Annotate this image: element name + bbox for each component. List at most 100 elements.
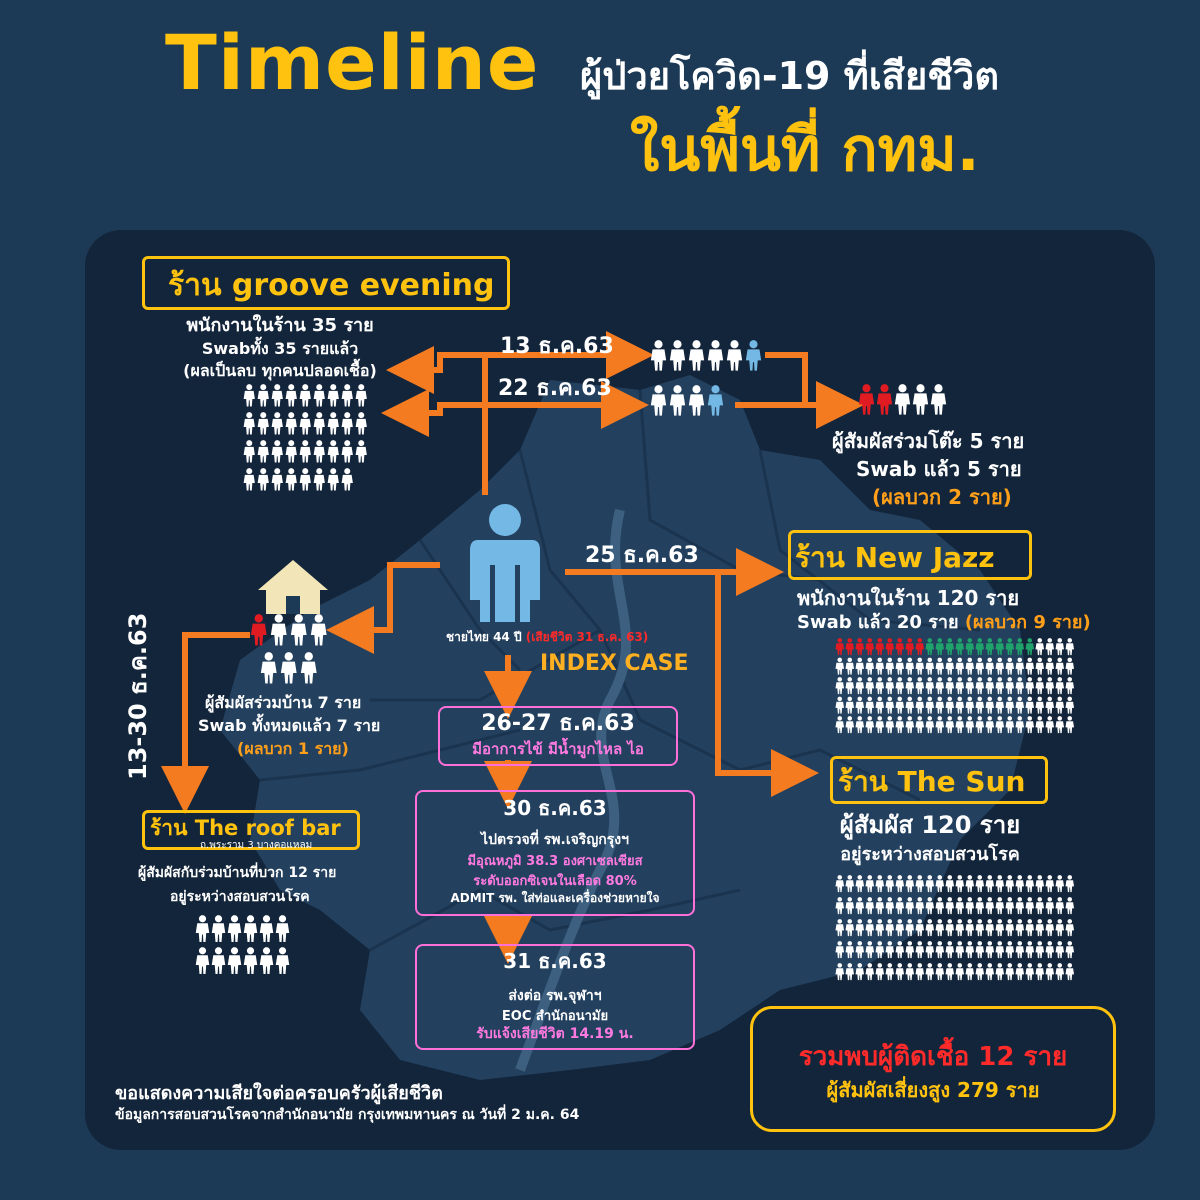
table-line2: Swab แล้ว 5 ราย	[856, 457, 1022, 481]
person-icon	[925, 638, 935, 656]
person-icon	[865, 677, 875, 695]
person-icon	[905, 638, 915, 656]
person-icon	[925, 677, 935, 695]
person-icon	[995, 716, 1005, 734]
timeline-step2-box	[415, 790, 695, 916]
person-icon	[865, 963, 875, 981]
person-icon	[905, 677, 915, 695]
person-icon	[975, 716, 985, 734]
person-icon	[895, 875, 905, 893]
roofbar-line1: ผู้สัมผัสกับร่วมบ้านที่บวก 12 ราย	[138, 865, 337, 881]
timeline-step2-l4: ADMIT รพ. ใส่ท่อและเครื่องช่วยหายใจ	[450, 891, 660, 905]
person-icon	[955, 677, 965, 695]
person-icon	[195, 947, 210, 974]
person-icon	[855, 919, 865, 937]
person-icon	[855, 897, 865, 915]
person-icon	[1055, 638, 1065, 656]
person-icon	[275, 947, 290, 974]
person-icon	[1025, 919, 1035, 937]
newjazz-people	[835, 638, 1075, 738]
person-icon	[945, 716, 955, 734]
person-icon	[650, 385, 667, 416]
roofbar-people-grid	[195, 915, 290, 974]
person-icon	[965, 657, 975, 675]
person-icon	[955, 897, 965, 915]
person-icon	[885, 963, 895, 981]
person-icon	[259, 947, 274, 974]
roofbar-people	[195, 915, 295, 980]
person-icon	[995, 638, 1005, 656]
person-icon	[845, 919, 855, 937]
person-icon	[995, 696, 1005, 714]
person-icon	[895, 657, 905, 675]
person-icon	[845, 963, 855, 981]
person-icon	[835, 638, 845, 656]
person-icon	[925, 919, 935, 937]
person-icon	[243, 468, 255, 491]
person-icon	[1015, 677, 1025, 695]
person-icon	[1045, 919, 1055, 937]
person-icon	[858, 384, 875, 415]
person-icon	[955, 657, 965, 675]
person-icon	[865, 696, 875, 714]
person-icon	[965, 638, 975, 656]
person-icon	[945, 875, 955, 893]
person-icon	[985, 941, 995, 959]
person-icon	[1025, 657, 1035, 675]
person-icon	[1005, 657, 1015, 675]
person-icon	[876, 384, 893, 415]
person-icon	[669, 385, 686, 416]
footer-line2: ข้อมูลการสอบสวนโรคจากสำนักอนามัย กรุงเทพ…	[115, 1107, 580, 1123]
person-icon	[945, 638, 955, 656]
person-icon	[1015, 638, 1025, 656]
person-icon	[1005, 875, 1015, 893]
person-icon	[1035, 941, 1045, 959]
person-icon	[1025, 696, 1035, 714]
person-icon	[1065, 677, 1075, 695]
person-icon	[965, 716, 975, 734]
date-22-dec: 22 ธ.ค.63	[498, 376, 612, 401]
index-case-desc: ชายไทย 44 ปี	[446, 630, 522, 644]
person-icon	[915, 638, 925, 656]
person-icon	[1035, 897, 1045, 915]
person-icon	[885, 677, 895, 695]
person-icon	[925, 897, 935, 915]
groove-people	[243, 384, 373, 494]
person-icon	[290, 614, 307, 646]
person-icon	[688, 385, 705, 416]
person-icon	[1045, 716, 1055, 734]
person-icon	[1065, 875, 1075, 893]
person-icon	[227, 915, 242, 942]
person-icon	[965, 875, 975, 893]
roofbar-title: ร้าน The roof bar	[150, 816, 341, 840]
table-line1: ผู้สัมผัสร่วมโต๊ะ 5 ราย	[832, 429, 1025, 453]
person-icon	[669, 340, 686, 371]
person-icon	[915, 897, 925, 915]
person-icon	[211, 915, 226, 942]
person-icon	[875, 638, 885, 656]
thesun-line1: ผู้สัมผัส 120 ราย	[839, 811, 1021, 839]
person-icon	[935, 657, 945, 675]
person-icon	[341, 384, 353, 407]
person-icon	[285, 384, 297, 407]
person-icon	[1045, 696, 1055, 714]
person-icon	[1025, 875, 1035, 893]
thesun-people	[835, 875, 1075, 985]
person-icon	[845, 657, 855, 675]
person-icon	[945, 963, 955, 981]
person-icon	[905, 919, 915, 937]
person-icon	[855, 716, 865, 734]
person-icon	[243, 412, 255, 435]
person-icon	[1005, 696, 1015, 714]
person-icon	[1065, 941, 1075, 959]
thesun-title: ร้าน The Sun	[838, 765, 1026, 798]
person-icon	[845, 638, 855, 656]
timeline-step3-l2: EOC สำนักอนามัย	[501, 1009, 609, 1024]
home-line3: (ผลบวก 1 ราย)	[237, 739, 349, 758]
person-icon	[259, 915, 274, 942]
person-icon	[895, 696, 905, 714]
person-icon	[895, 941, 905, 959]
home-line2: Swab ทั้งหมดแล้ว 7 ราย	[198, 716, 381, 735]
person-icon	[310, 614, 327, 646]
